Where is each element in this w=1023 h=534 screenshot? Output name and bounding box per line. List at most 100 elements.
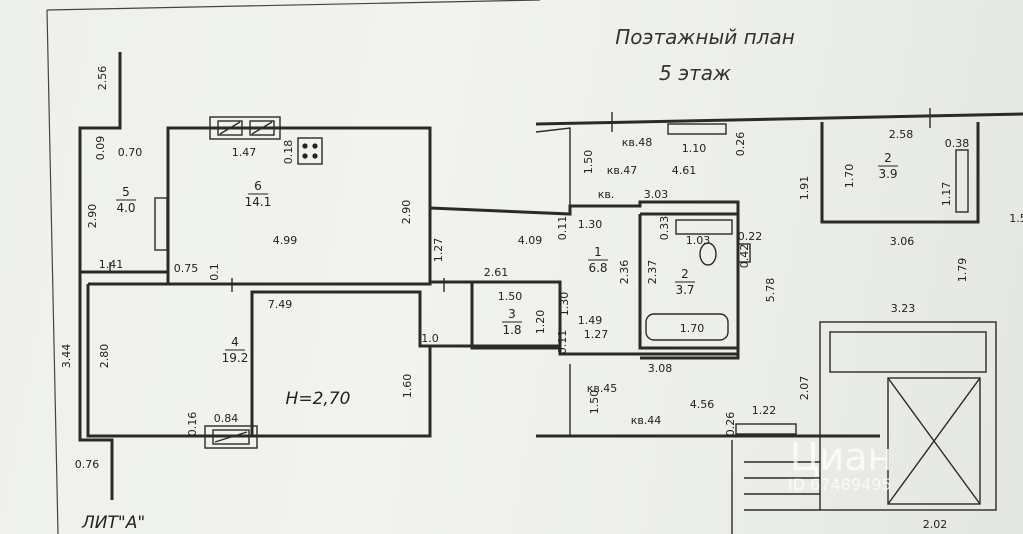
ceiling-height-note: H=2,70 [286,389,351,409]
stair-block [819,321,997,511]
dimension-label: 0.22 [738,230,763,243]
kv44-window [735,423,797,435]
dimension-label: 2.90 [86,204,99,229]
dimension-label: 3.23 [891,302,916,315]
dimension-label: 0.26 [724,412,737,437]
dimension-label: 1.27 [584,328,609,341]
dimension-label: 2.37 [646,260,659,285]
wall-neighbours-top [535,112,1023,126]
bathroom-shelf [675,219,733,235]
window-pane-left-mark [219,121,241,135]
dimension-label: 4.99 [273,234,298,247]
bathroom-riser [737,243,751,263]
dimension-label: 0.16 [186,412,199,437]
dimension-label: 1.91 [798,176,811,201]
dimension-label: 2.02 [923,518,948,531]
watermark-brand: Циан [790,435,892,479]
dimension-label: 1.60 [401,374,414,399]
plan-title: Поэтажный план [615,25,795,49]
room-area: 4.0 [116,201,135,215]
dimension-label: 3.44 [60,344,73,369]
room-number: 6 [254,179,262,193]
wall-neighbour-room-2 [820,122,980,224]
wall-room-2 [638,214,738,350]
elevator-shaft [887,377,981,505]
elevator-cross-b [887,377,981,505]
dimension-label: 0.09 [94,136,107,161]
stove-burner-icon [302,143,308,149]
apartment-label: кв.47 [607,164,638,177]
dimension-label: 1.50 [498,290,523,303]
dimension-label: 1.49 [578,314,603,327]
dimension-label: 3.06 [890,235,915,248]
dimension-label: 1.70 [843,164,856,189]
room-number: 1 [594,245,602,259]
kitchen-window [209,116,281,140]
balcony-window-mark [214,431,248,443]
dimension-label: 1.47 [232,146,257,159]
dimension-label: 2.36 [618,260,631,285]
stove-burner-icon [312,143,318,149]
apartment-label: кв.44 [631,414,662,427]
apartment-labels: кв.48 кв.47 кв. кв.45 кв.44 [587,136,662,427]
dimension-label: 2.80 [98,344,111,369]
room-area: 3.9 [878,167,897,181]
wall-room-6 [166,126,432,286]
kv48-window [667,123,727,135]
window-pane-right [249,120,275,136]
dimension-label: 1.30 [558,292,571,317]
balcony-window-pane [212,429,250,445]
sheet-border-left [46,9,59,534]
door-room-5 [154,197,168,251]
lit-label: ЛИТ"А" [81,513,145,533]
apartment-label: кв.48 [622,136,653,149]
stove-burner-icon [312,153,318,159]
dimension-label: 5.78 [764,278,777,303]
room-area: 14.1 [245,195,272,209]
dimension-label: 2.56 [96,66,109,91]
dimension-label: 0.11 [556,216,569,241]
room-number: 2 [681,267,689,281]
wall-corridor-top [429,200,740,360]
wall-room-3 [430,280,562,350]
dimension-label: 1.10 [682,142,707,155]
apartment-label: кв.45 [587,382,618,395]
dimension-label: 0.26 [734,132,747,157]
watermark: Циан ID 67489495 [788,435,892,494]
window-pane-right-mark [251,121,273,135]
apartment-label: кв. [598,188,615,201]
dimension-label: 2.61 [484,266,509,279]
wall-corridor-bottom [430,344,738,356]
dimension-label: 0.11 [556,330,569,355]
window-pane-left [217,120,243,136]
wall-kv47-west [535,127,571,210]
room-number: 3 [508,307,516,321]
room-number: 5 [122,185,130,199]
room-area: 19.2 [222,351,249,365]
dimension-label: 0.76 [75,458,100,471]
dimension-label: 1.41 [99,258,124,271]
dimension-label: 1.50 [588,390,601,415]
room-area: 6.8 [588,261,607,275]
balcony-window [204,425,258,449]
neighbour-room-2-window [955,149,969,213]
wall-west [78,272,114,500]
dimension-label: 0.75 [174,262,199,275]
stove-icon [297,137,323,165]
dimension-label: 1.0 [421,332,439,345]
dimension-label: 2.90 [400,200,413,225]
dimension-label: 0.33 [658,216,671,241]
dimension-label: 1.70 [680,322,705,335]
dimension-label: 3.08 [648,362,673,375]
dimension-label: 3.03 [644,188,669,201]
stove-burner-icon [302,153,308,159]
dimension-label: 1.27 [432,238,445,263]
dimension-label: 1.50 [582,150,595,175]
dimension-label: 4.61 [672,164,697,177]
dimension-label: 0.42 [738,244,751,269]
room-area: 1.8 [502,323,521,337]
watermark-id: ID 67489495 [788,475,892,494]
dimension-label: 1.79 [956,258,969,283]
